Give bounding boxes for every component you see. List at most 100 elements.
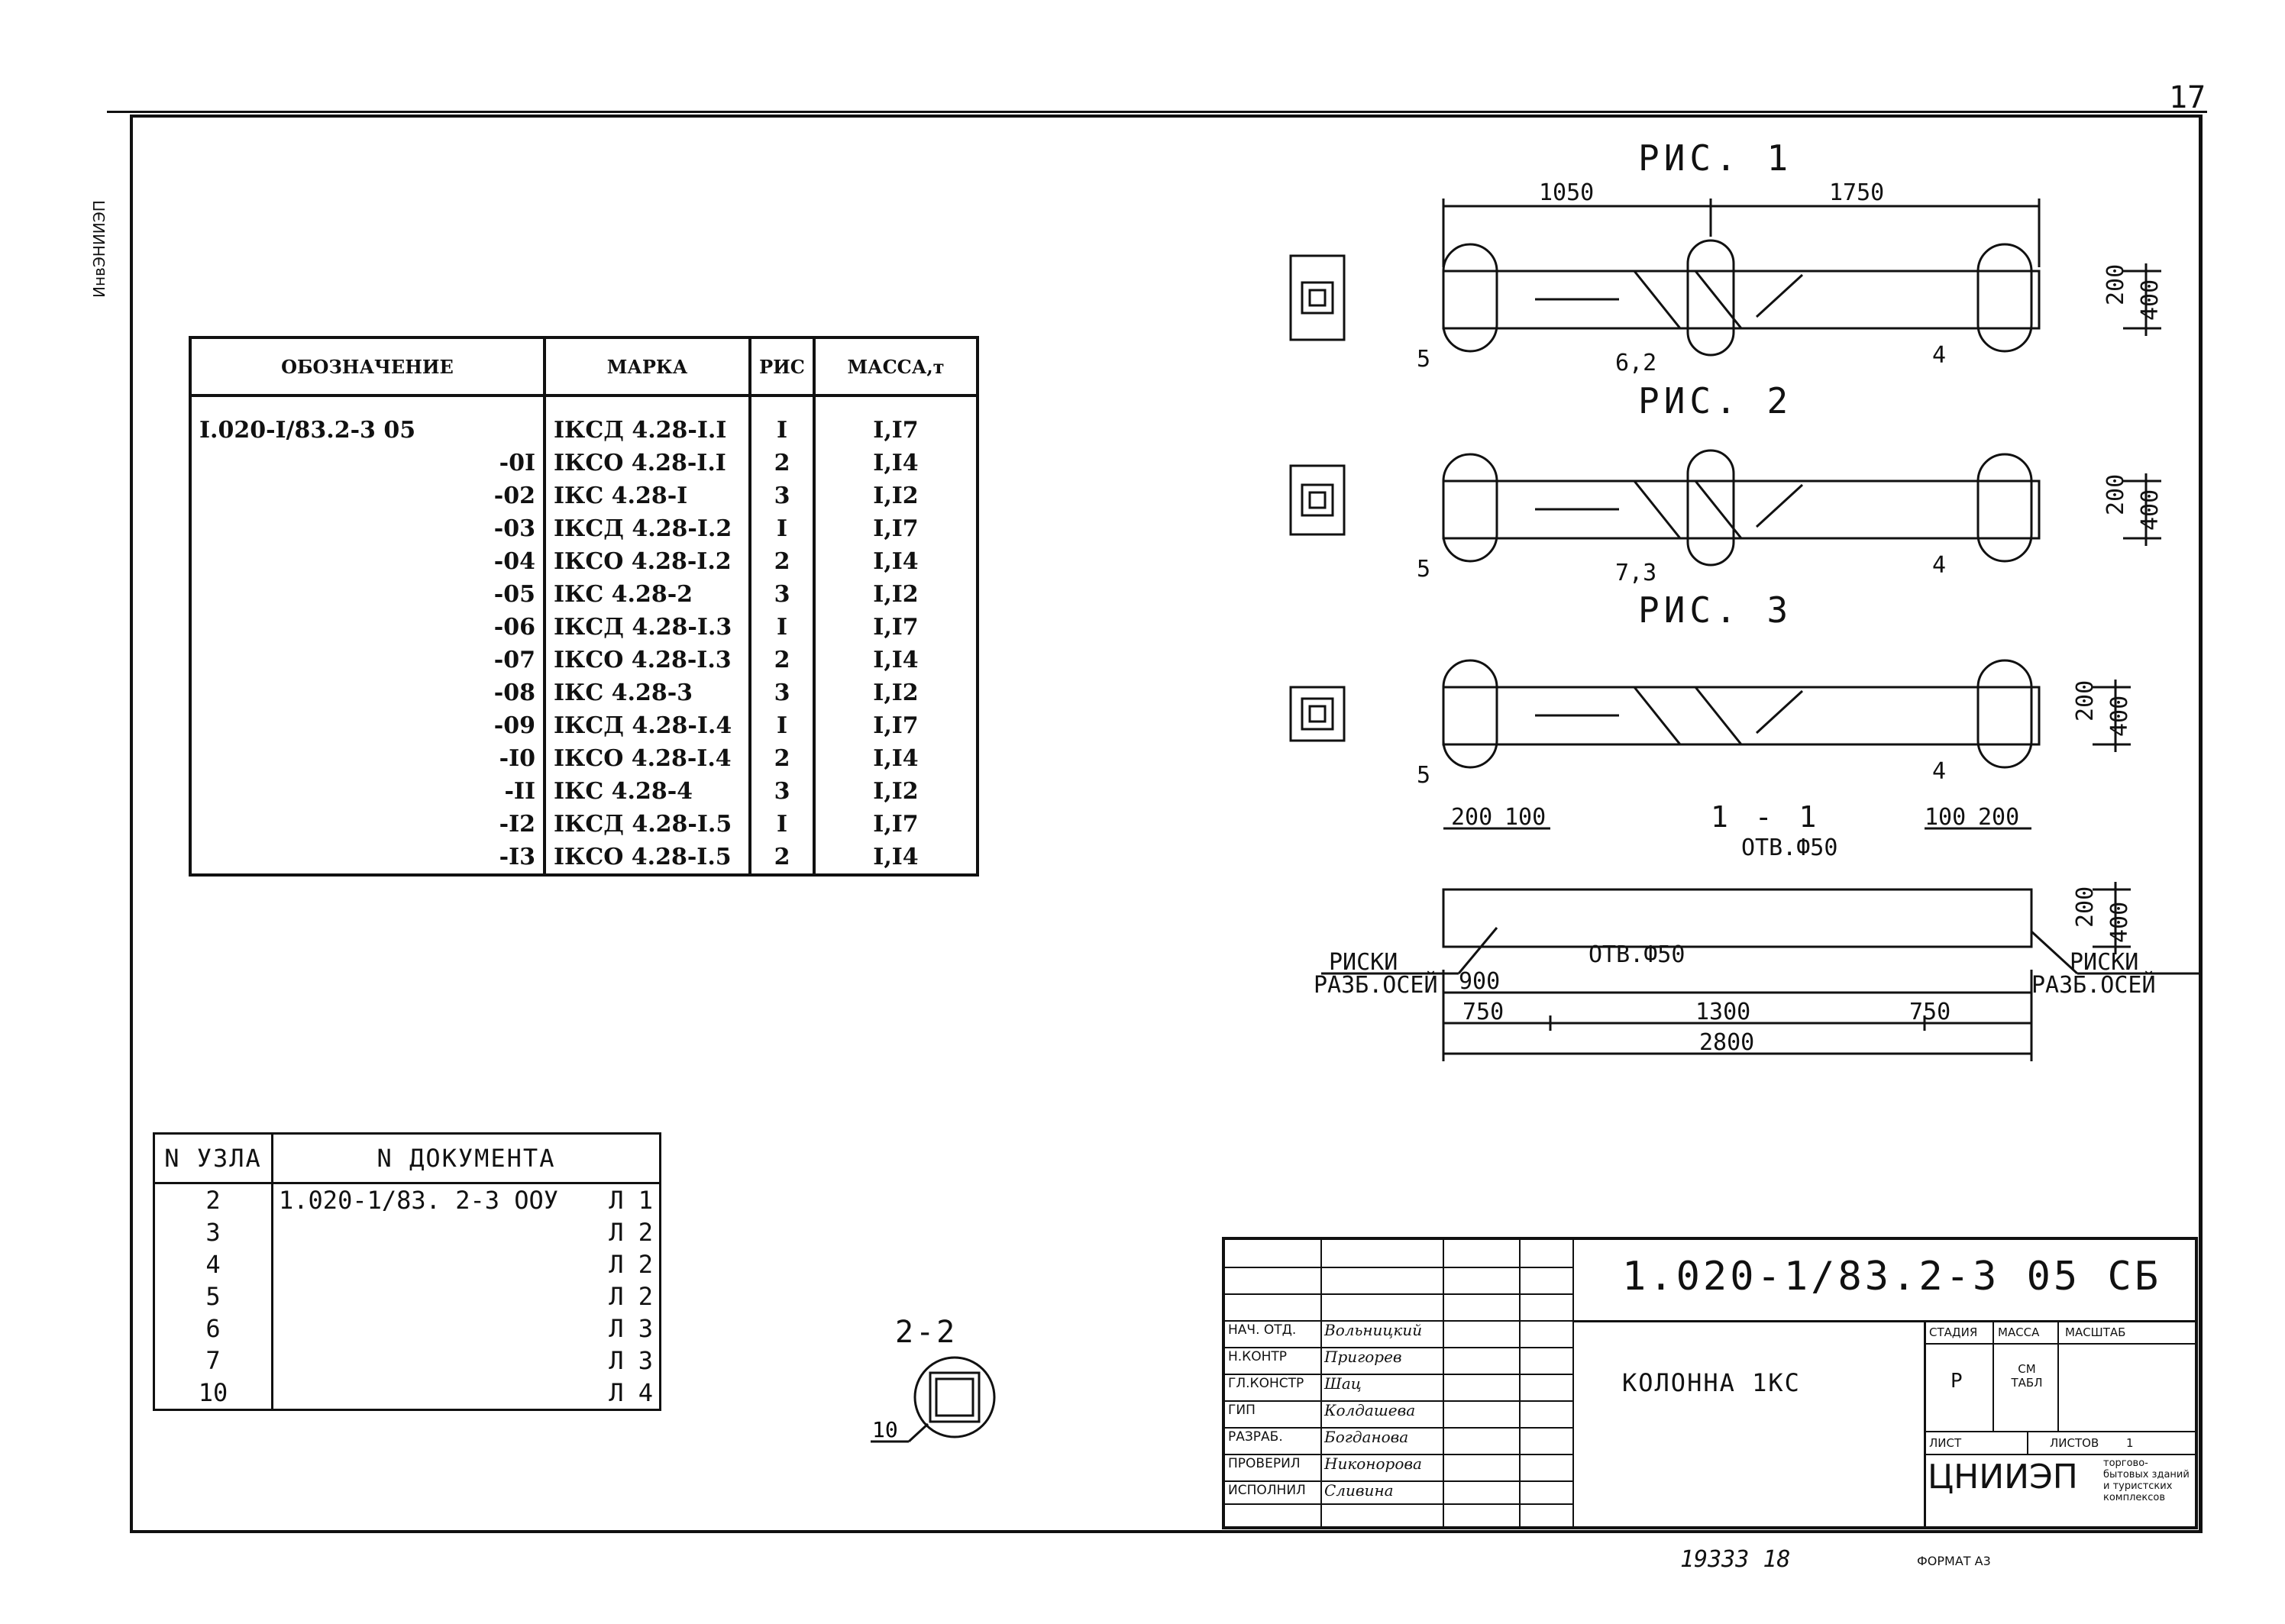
node-document: Л 2 [271,1216,661,1248]
spec-cell-designation: -08 [189,676,546,709]
spec-cell-designation: -II [189,775,546,808]
grid-col [1519,1240,1521,1526]
grid-row [1225,1293,1572,1295]
divider [1924,1320,1926,1526]
spec-cell-mark: IКС 4.28-2 [543,578,751,611]
spec-cell-mass: I,I7 [813,709,979,742]
role-label: Н.КОНТР [1228,1349,1288,1364]
callout-10: 10 [872,1417,898,1442]
cross-section-2 [1289,464,1346,536]
role-person: Пригорев [1324,1348,1402,1366]
mass-label: МАССА [1998,1325,2040,1339]
spec-cell-mark: IКСД 4.28-I.2 [543,512,751,545]
column-fig3 [1442,659,2131,769]
node-sheet: Л 2 [609,1250,653,1279]
inventory-number: 19333 18 [1680,1546,1791,1573]
node-number: 5 [153,1280,273,1312]
sheets-label: ЛИСТОВ [2050,1436,2099,1450]
node-sheet: Л 3 [609,1314,653,1343]
callout-62: 6,2 [1615,350,1656,376]
grid-row [1225,1454,1572,1455]
spec-cell-mass: I,I4 [813,644,979,676]
divider [1924,1343,2195,1345]
node-number: 7 [153,1345,273,1377]
grid-col [1572,1240,1574,1526]
scale-label: МАСШТАБ [2065,1325,2126,1339]
divider [1993,1320,1994,1431]
document-title: КОЛОННА 1КС [1622,1368,1801,1397]
spec-cell-designation: -0I [189,447,546,479]
side-stamp-text: ИнвЭНИИЭП [90,200,108,298]
format-label: ФОРМАТ А3 [1917,1554,1991,1568]
spec-cell-mass: I,I7 [813,611,979,644]
node-document: Л 4 [271,1377,661,1411]
corner-number: 17 [2169,80,2206,115]
section-1-1 [1321,827,2199,1061]
dim-750-left: 750 [1462,999,1504,1025]
dim-900: 900 [1459,968,1500,995]
node-sheet: Л 1 [609,1186,653,1215]
section-2-2-drawing: 10 [871,1356,996,1443]
dim-1750: 1750 [1829,179,1884,206]
dim-400-fig3: 400 [2106,696,2133,737]
spec-cell-mark: IКС 4.28-3 [543,676,751,709]
spec-cell-mark: IКСО 4.28-I.4 [543,742,751,775]
section-1-1-title: 1 - 1 [1711,800,1821,834]
spec-cell-designation: -06 [189,611,546,644]
node-document: Л 2 [271,1280,661,1312]
document-code: 1.020-1/83.2-3 05 СБ [1622,1254,2162,1300]
header-fig: РИС [748,336,816,397]
spec-cell-fig: 3 [748,775,816,808]
grid-row [1225,1480,1572,1482]
spec-cell-mark: IКСД 4.28-I.I [543,396,751,447]
stage-value: Р [1950,1370,1963,1393]
spec-cell-fig: 3 [748,676,816,709]
header-doc: N ДОКУМЕНТА [271,1132,661,1184]
spec-cell-fig: 2 [748,644,816,676]
spec-cell-mass: I,I4 [813,545,979,578]
mass-value: СМ ТАБЛ [2011,1362,2043,1390]
side-stamp-strip [107,115,132,588]
fig2-title: РИС. 2 [1638,380,1793,421]
grid-row [1225,1400,1572,1402]
node-number: 3 [153,1216,273,1248]
spec-cell-mark: IКСД 4.28-I.3 [543,611,751,644]
dim-200-right: 200 [1978,804,2019,831]
spec-cell-mark: IКС 4.28-I [543,479,751,512]
header-mass: МАССА,т [813,336,979,397]
grid-row [1225,1267,1572,1268]
hole-label-top: ОТВ.Ф50 [1741,835,1837,861]
role-person: Колдашева [1324,1401,1416,1419]
spec-cell-designation: -04 [189,545,546,578]
stage-label: СТАДИЯ [1929,1325,1978,1339]
role-person: Никонорова [1324,1454,1422,1473]
node-number: 10 [153,1377,273,1411]
dim-750-right: 750 [1909,999,1950,1025]
callout-4-fig2: 4 [1932,552,1946,579]
spec-cell-fig: 3 [748,479,816,512]
grid-col [1443,1240,1444,1526]
dim-400-fig2: 400 [2137,489,2164,531]
spec-cell-fig: 2 [748,545,816,578]
spec-cell-mark: IКС 4.28-4 [543,775,751,808]
spec-cell-fig: I [748,808,816,841]
fig1-title: РИС. 1 [1638,137,1793,179]
dim-200-fig1: 200 [2102,264,2129,305]
spec-cell-mass: I,I4 [813,742,979,775]
grid-col [1320,1240,1322,1526]
dim-1050: 1050 [1539,179,1594,206]
column-fig1 [1442,199,2161,357]
spec-header-row: ОБОЗНАЧЕНИЕ МАРКА РИС МАССА,т [189,336,979,397]
spec-cell-designation: -09 [189,709,546,742]
